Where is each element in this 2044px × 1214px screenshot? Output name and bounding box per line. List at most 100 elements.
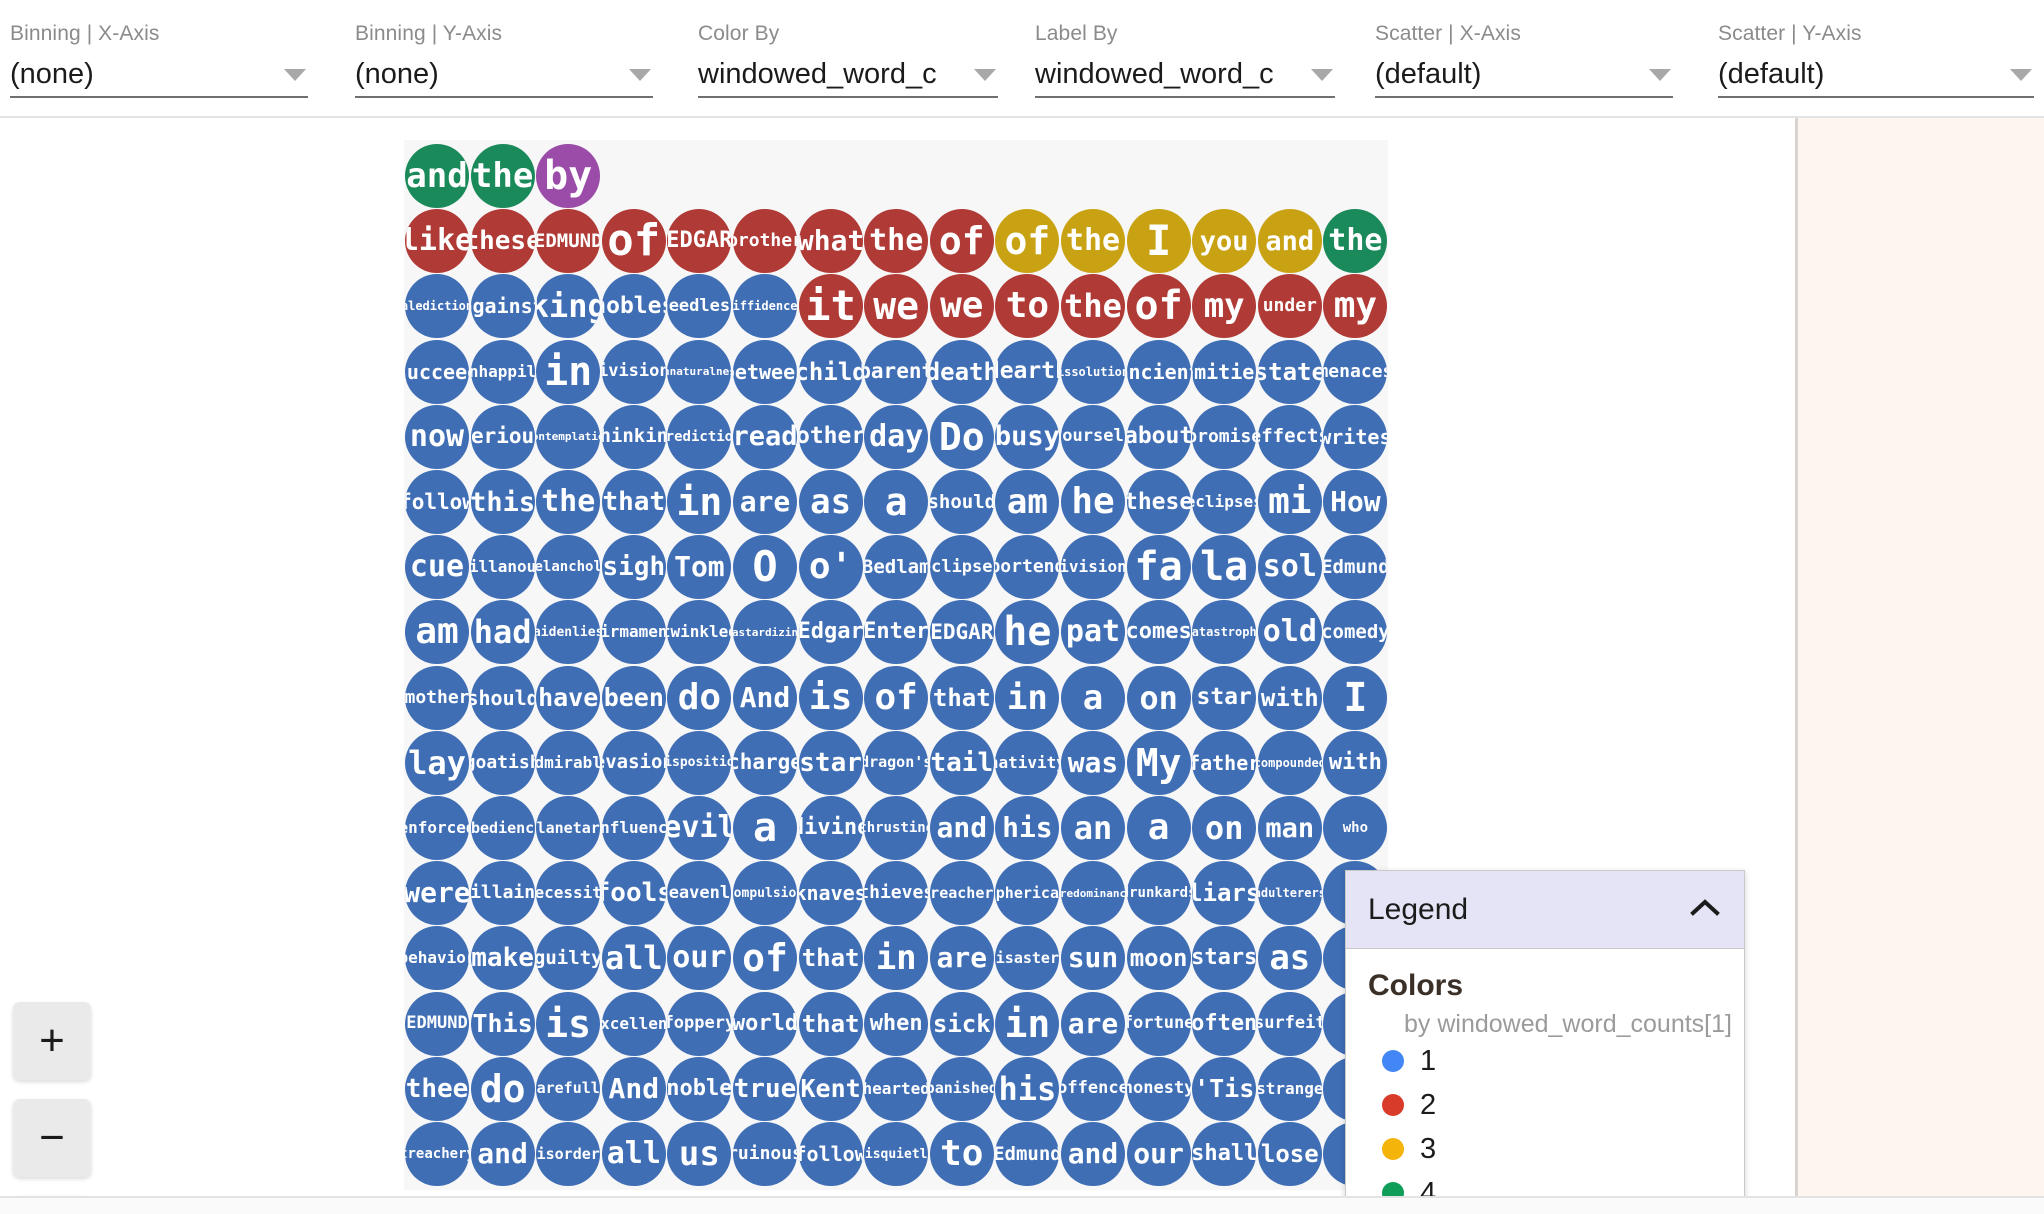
word-bubble[interactable]: dissolutions — [1061, 339, 1125, 404]
word-bubble[interactable]: liars — [1192, 861, 1257, 926]
word-bubble[interactable]: treachers — [929, 861, 994, 926]
word-bubble[interactable]: these — [470, 209, 535, 274]
word-bubble[interactable]: fools — [601, 861, 666, 926]
binning-y-axis-select[interactable]: (none) — [355, 54, 653, 98]
word-bubble[interactable]: heavenly — [667, 861, 732, 926]
word-bubble[interactable]: his — [995, 1056, 1060, 1121]
word-bubble[interactable]: ancient — [1126, 339, 1191, 404]
word-bubble[interactable]: was — [1061, 730, 1125, 795]
word-bubble[interactable]: and — [929, 796, 994, 860]
word-bubble[interactable]: you — [1192, 209, 1257, 274]
scatter-x-axis-select[interactable]: (default) — [1375, 54, 1673, 98]
word-bubble[interactable]: fa — [1126, 535, 1191, 600]
word-bubble[interactable]: goatish — [470, 730, 535, 795]
word-bubble[interactable]: he — [995, 600, 1060, 665]
word-bubble[interactable]: cue — [405, 535, 469, 600]
word-bubble[interactable]: true — [733, 1056, 797, 1121]
word-bubble[interactable]: death — [929, 339, 994, 404]
legend-item[interactable]: 2 — [1382, 1083, 1744, 1127]
word-bubble[interactable]: parent — [864, 339, 929, 404]
word-bubble[interactable]: often — [1192, 991, 1257, 1056]
word-bubble[interactable]: make — [470, 926, 535, 991]
word-bubble[interactable]: he — [1061, 470, 1125, 534]
legend-item[interactable]: 1 — [1382, 1039, 1744, 1083]
word-bubble[interactable]: our — [667, 926, 732, 991]
word-bubble[interactable]: yourself — [1061, 404, 1125, 469]
word-bubble[interactable]: maidenliest — [536, 600, 601, 665]
word-bubble[interactable]: promise — [1192, 404, 1257, 469]
word-bubble[interactable]: in — [864, 926, 929, 991]
word-bubble[interactable]: by — [536, 144, 601, 208]
word-bubble[interactable]: in — [995, 665, 1060, 730]
color-by-control[interactable]: Color By windowed_word_c — [698, 22, 998, 102]
word-bubble[interactable]: a — [864, 470, 929, 534]
word-bubble[interactable]: on — [1126, 665, 1191, 730]
word-bubble[interactable]: la — [1192, 535, 1257, 600]
word-bubble[interactable]: excellent — [601, 991, 666, 1056]
word-bubble[interactable]: strange — [1257, 1056, 1322, 1121]
word-bubble[interactable]: of — [864, 665, 929, 730]
word-bubble[interactable]: old — [1257, 600, 1322, 665]
word-bubble[interactable]: my — [1192, 274, 1257, 339]
word-bubble[interactable]: enforced — [405, 796, 469, 860]
word-bubble[interactable]: follow — [798, 1122, 863, 1186]
word-bubble[interactable]: stars — [1192, 926, 1257, 991]
word-bubble[interactable]: of — [1126, 274, 1191, 339]
word-bubble[interactable]: and — [470, 1122, 535, 1186]
word-bubble[interactable]: melancholy — [536, 535, 601, 600]
word-bubble[interactable]: villains — [470, 861, 535, 926]
word-bubble[interactable]: I — [1323, 665, 1388, 730]
word-bubble[interactable]: day — [864, 404, 929, 469]
word-bubble[interactable]: dearth — [995, 339, 1060, 404]
binning-y-axis-control[interactable]: Binning | Y-Axis (none) — [355, 22, 653, 102]
word-bubble[interactable]: How — [1323, 470, 1388, 534]
chevron-down-icon[interactable] — [974, 69, 996, 81]
word-bubble[interactable]: dragon's — [864, 730, 929, 795]
word-bubble[interactable]: on — [1192, 796, 1257, 860]
word-bubble[interactable]: obedience — [470, 796, 535, 860]
word-bubble[interactable]: lose — [1257, 1122, 1322, 1186]
word-bubble[interactable]: and — [1061, 1122, 1125, 1186]
word-bubble[interactable]: to — [929, 1122, 994, 1186]
binning-x-axis-control[interactable]: Binning | X-Axis (none) — [10, 22, 308, 102]
word-bubble[interactable]: O — [733, 535, 797, 600]
word-bubble[interactable]: us — [667, 1122, 732, 1186]
visualization-canvas[interactable]: andthebyliketheseEDMUNDofEDGARbrotherwha… — [0, 118, 1795, 1196]
legend-panel[interactable]: Legend Colors by windowed_word_counts[1]… — [1345, 870, 1745, 1196]
word-bubble[interactable]: firmament — [601, 600, 666, 665]
word-bubble[interactable]: nativity — [995, 730, 1060, 795]
bubble-grid-plot[interactable]: andthebyliketheseEDMUNDofEDGARbrotherwha… — [404, 140, 1388, 1190]
word-bubble[interactable]: now — [405, 404, 469, 469]
word-bubble[interactable]: Do — [929, 404, 994, 469]
word-bubble[interactable]: the — [536, 470, 601, 534]
word-bubble[interactable]: thrusting — [864, 796, 929, 860]
word-bubble[interactable]: unhappily — [470, 339, 535, 404]
word-bubble[interactable]: I — [1126, 209, 1191, 274]
word-bubble[interactable]: disposition — [667, 730, 732, 795]
word-bubble[interactable]: prediction — [667, 404, 732, 469]
word-bubble[interactable]: ruinous — [733, 1122, 797, 1186]
word-bubble[interactable]: bastardizing — [733, 600, 797, 665]
word-bubble[interactable]: moon — [1126, 926, 1191, 991]
word-bubble[interactable]: what — [798, 209, 863, 274]
word-bubble[interactable]: man — [1257, 796, 1322, 860]
word-bubble[interactable]: contemplation — [536, 404, 601, 469]
word-bubble[interactable]: a — [733, 796, 797, 860]
word-bubble[interactable]: my — [1323, 274, 1388, 339]
word-bubble[interactable]: the — [470, 144, 535, 208]
chevron-down-icon[interactable] — [1311, 69, 1333, 81]
word-bubble[interactable]: in — [995, 991, 1060, 1056]
word-bubble[interactable]: fortune — [1126, 991, 1191, 1056]
word-bubble[interactable]: that — [929, 665, 994, 730]
word-bubble[interactable]: diffidences — [733, 274, 797, 339]
word-bubble[interactable]: am — [405, 600, 469, 665]
word-bubble[interactable]: all — [601, 1122, 666, 1186]
word-bubble[interactable]: that — [798, 991, 863, 1056]
word-bubble[interactable]: and — [1257, 209, 1322, 274]
word-bubble[interactable]: a — [1126, 796, 1191, 860]
word-bubble[interactable]: tail — [929, 730, 994, 795]
word-bubble[interactable]: to — [995, 274, 1060, 339]
word-bubble[interactable]: charge — [733, 730, 797, 795]
scatter-x-axis-control[interactable]: Scatter | X-Axis (default) — [1375, 22, 1673, 102]
scatter-y-axis-select[interactable]: (default) — [1718, 54, 2034, 98]
